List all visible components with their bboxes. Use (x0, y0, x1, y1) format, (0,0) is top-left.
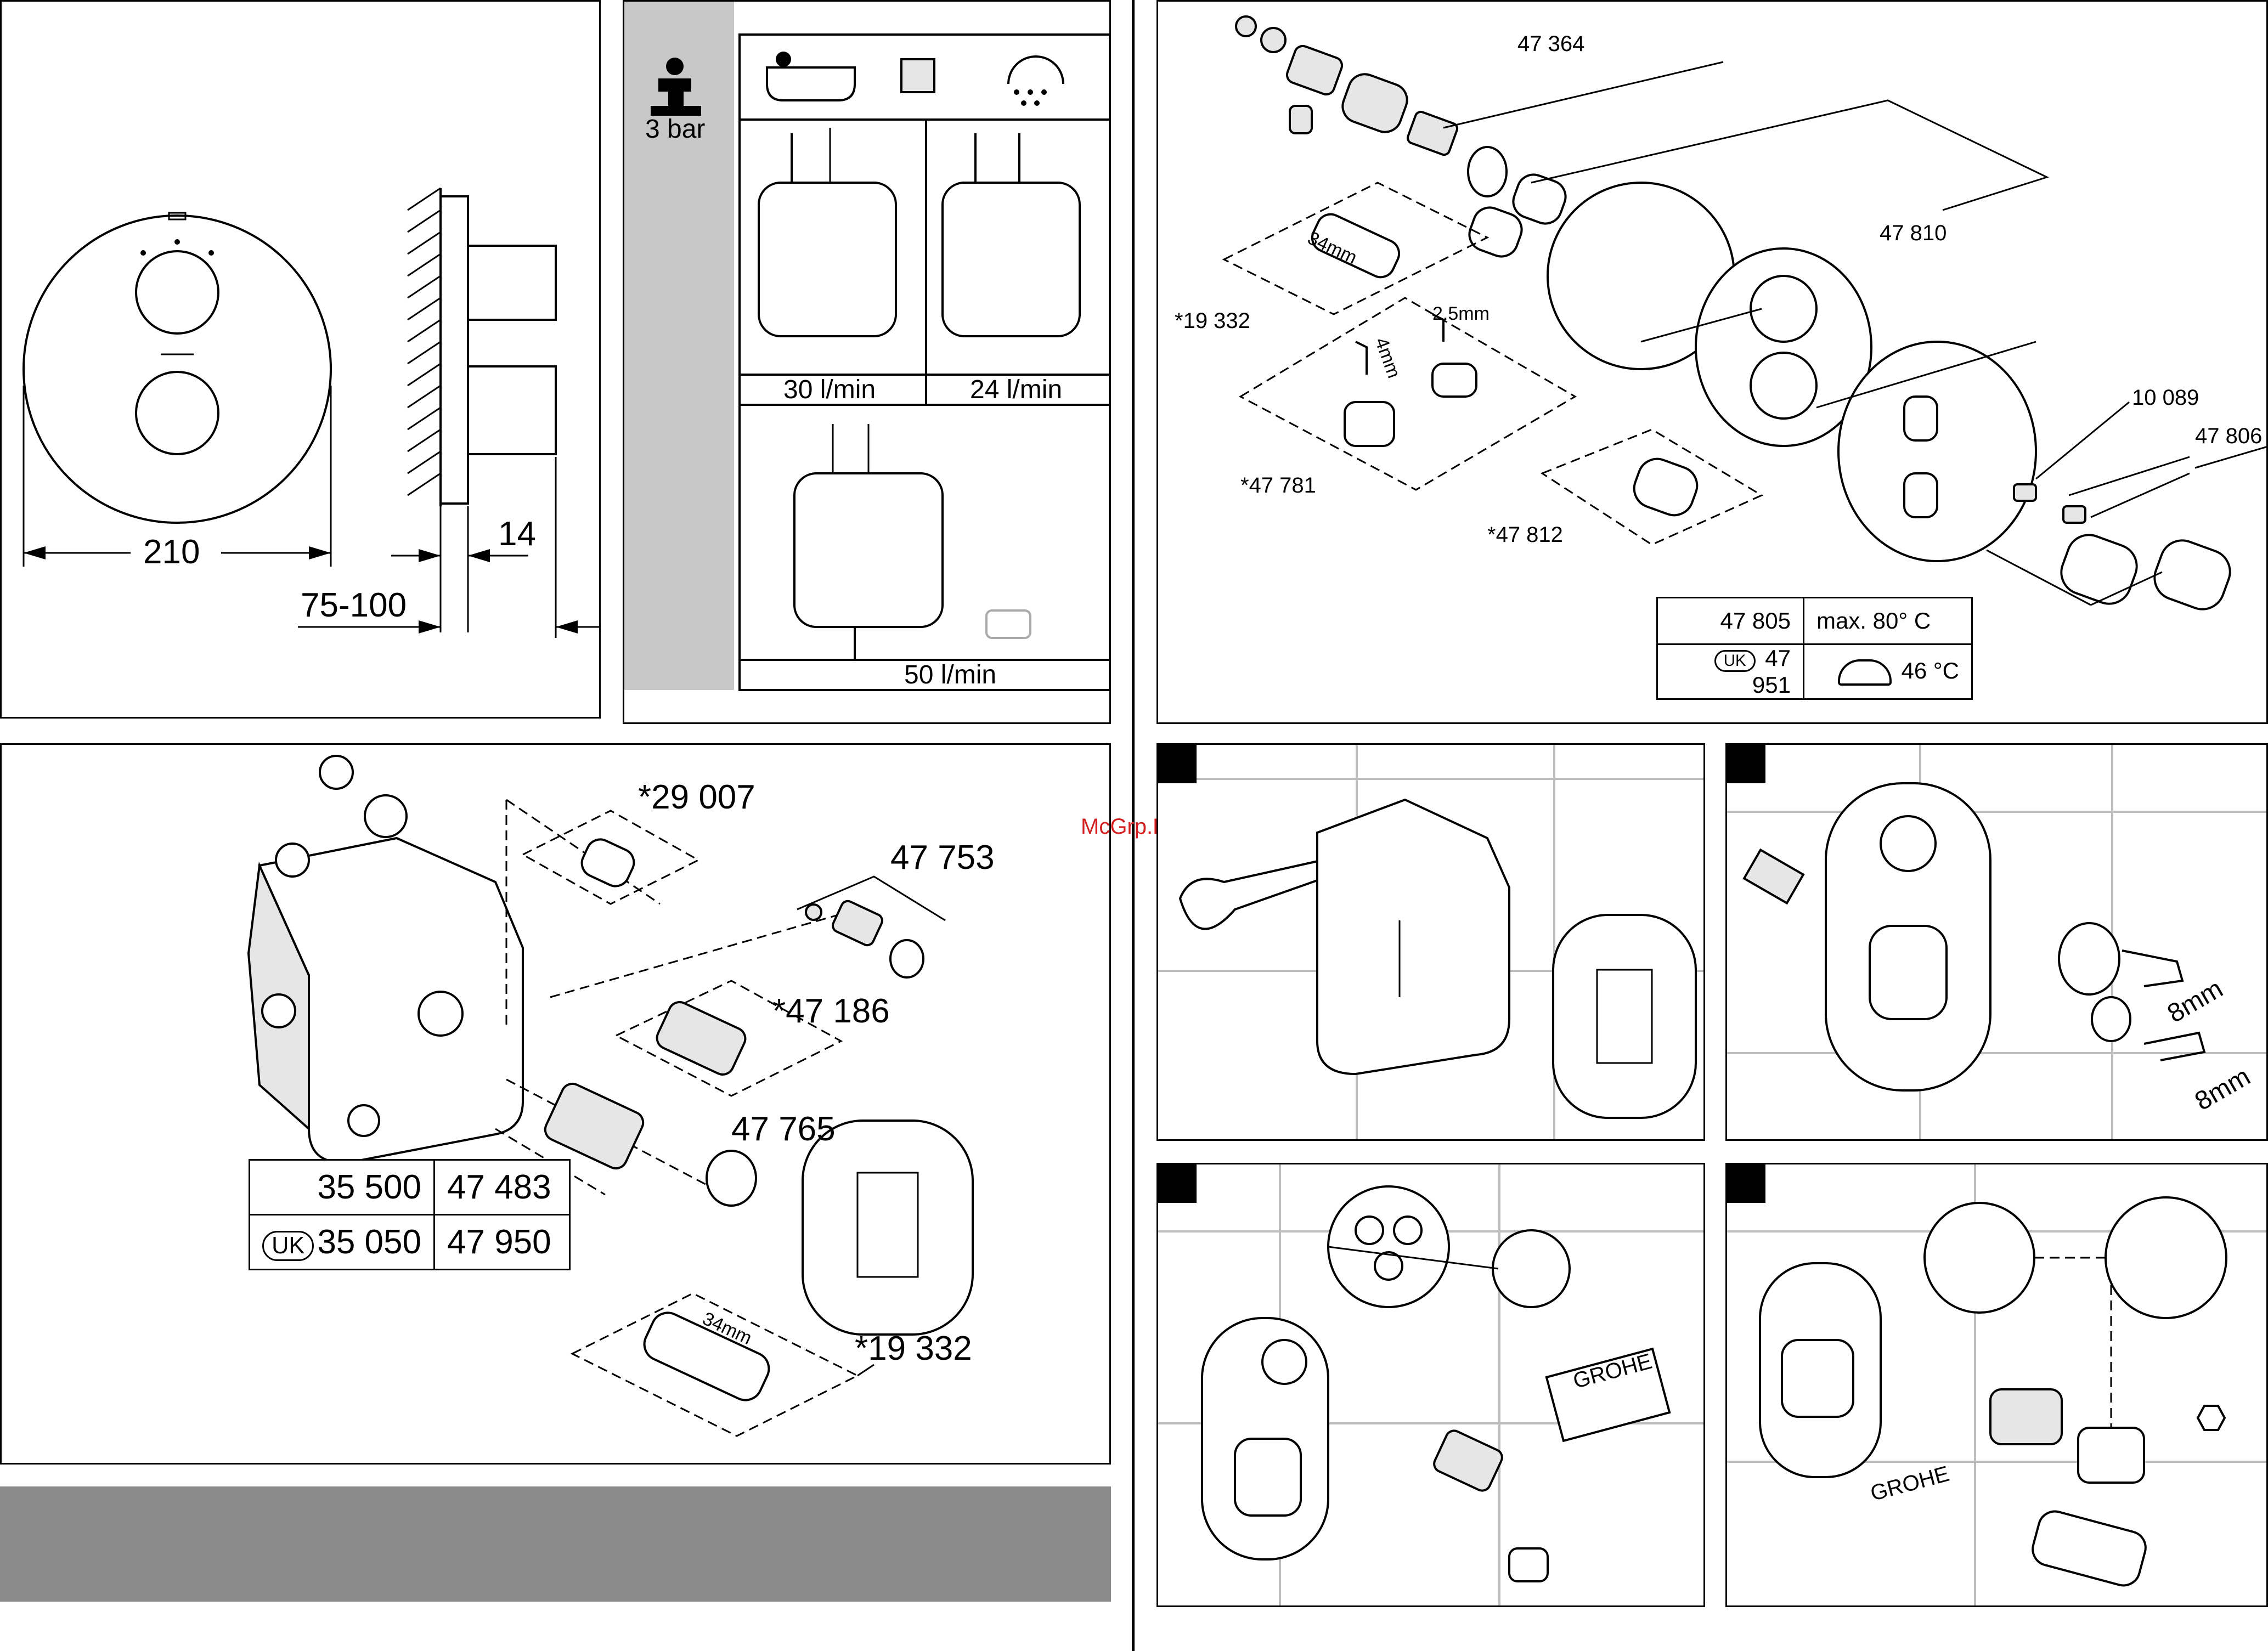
step-3-drawing (1158, 1164, 1705, 1607)
dimension-diameter: 210 (143, 533, 200, 572)
body-code-2: 47 483 (435, 1160, 570, 1215)
dimension-depth-range: 75-100 (301, 586, 407, 625)
uk-badge-body: UK (262, 1231, 314, 1261)
spec-table: 47 805 max. 80° C UK 47 951 46 °C (1656, 597, 1973, 700)
spec-value-2: 46 °C (1804, 644, 1972, 699)
body-parts-panel: *29 007 47 753 *47 186 47 765 *19 332 34… (0, 743, 1111, 1465)
part-47806: 47 806 (2195, 424, 2262, 449)
part-19332-body: *19 332 (855, 1329, 972, 1368)
part-47753: 47 753 (890, 838, 995, 877)
spec-value-1: max. 80° C (1804, 598, 1972, 644)
step-4-drawing (1727, 1164, 2268, 1607)
dimension-offset: 14 (498, 514, 536, 553)
part-47186: *47 186 (772, 992, 890, 1031)
part-47364: 47 364 (1517, 32, 1584, 56)
spec-code-2: UK 47 951 (1657, 644, 1804, 699)
thermo-handle-icon (1838, 659, 1892, 686)
body-code-3-value: 35 050 (317, 1223, 421, 1261)
flow-panel: 3 bar 30 l/min 24 l/min 50 l (623, 0, 1111, 724)
dimensions-panel: 210 75-100 14 (0, 0, 601, 719)
trim-parts-panel: 47 364 *19 332 34mm 47 810 4mm 2.5mm *47… (1156, 0, 2268, 724)
spec-value-2-text: 46 °C (1901, 658, 1959, 683)
part-10089: 10 089 (2132, 386, 2199, 410)
hex-key-2-5mm: 2.5mm (1432, 303, 1490, 325)
flow-rate-full: 50 l/min (904, 660, 996, 690)
step-1-drawing (1158, 745, 1705, 1141)
part-19332: *19 332 (1175, 309, 1250, 333)
gray-band (0, 1486, 1111, 1602)
flow-rate-shower: 24 l/min (970, 375, 1062, 405)
part-47812: *47 812 (1487, 523, 1563, 547)
step-1-panel (1156, 743, 1705, 1141)
flow-grid (624, 2, 1111, 724)
part-47810: 47 810 (1880, 221, 1947, 246)
spec-code-2-value: 47 951 (1752, 645, 1791, 698)
step-4-panel: GROHE (1725, 1163, 2268, 1607)
step-2-panel: 8mm 8mm (1725, 743, 2268, 1141)
part-47781: *47 781 (1240, 473, 1316, 498)
uk-badge: UK (1714, 650, 1756, 672)
step-3-panel: GROHE (1156, 1163, 1705, 1607)
flow-rate-bath: 30 l/min (783, 375, 876, 405)
body-code-1: 35 500 (250, 1160, 435, 1215)
part-29007: *29 007 (638, 778, 755, 817)
spec-code-1: 47 805 (1657, 598, 1804, 644)
part-47765: 47 765 (731, 1110, 836, 1149)
step-2-drawing (1727, 745, 2268, 1141)
body-code-4: 47 950 (435, 1215, 570, 1270)
